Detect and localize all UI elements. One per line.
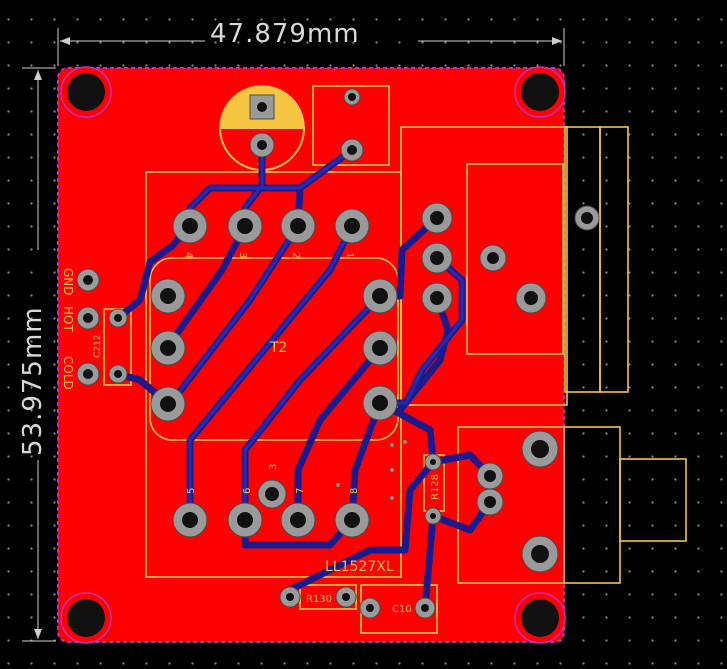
vias: [336, 440, 407, 500]
r128-label: R128: [430, 474, 441, 500]
transformer-ref-label: T2: [269, 340, 287, 356]
hot-label: HOT: [61, 306, 75, 332]
height-dimension: 53.975mm: [18, 67, 56, 642]
width-dimension-label: 47.879mm: [210, 19, 360, 49]
height-dimension-label: 53.975mm: [18, 306, 48, 456]
mounting-holes[interactable]: [60, 66, 566, 644]
c10-label: C10: [392, 604, 412, 615]
cold-label: COLD: [61, 356, 75, 390]
other-pads[interactable]: [76, 88, 600, 619]
pin-label: 3: [237, 252, 248, 258]
pin-label: 2: [290, 252, 301, 258]
pin-label: 1: [344, 252, 355, 258]
gnd-label: GND: [61, 268, 75, 296]
c212-label: C212: [93, 335, 103, 358]
board-copper[interactable]: [57, 67, 565, 643]
pin-label: 8: [349, 488, 360, 494]
r130-label: R130: [306, 594, 332, 605]
pin-label: 5: [186, 488, 197, 494]
rca-barrel: [619, 458, 687, 542]
bottom-traces: [114, 141, 494, 612]
jack-body-1: [564, 126, 601, 393]
transformer-part-label: LL1527XL: [325, 559, 394, 575]
jack-body-2: [599, 126, 629, 393]
width-dimension: 47.879mm: [57, 19, 565, 66]
rca-body: [563, 426, 621, 584]
component-outline-top: [312, 85, 390, 166]
pin-label: 3: [268, 464, 279, 470]
pin-label: 6: [242, 488, 253, 494]
transformer-pads[interactable]: [150, 208, 398, 538]
pin-label: 7: [295, 488, 306, 494]
jack-inner-outline: [466, 163, 564, 355]
pin-label: 4: [183, 252, 194, 258]
